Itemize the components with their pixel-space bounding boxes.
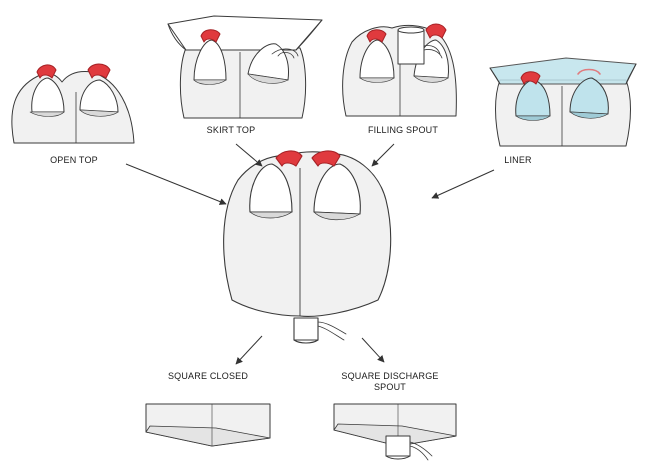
arrow-open-top — [125, 163, 227, 205]
arrow-square-closed — [235, 335, 263, 365]
square-closed-bag — [145, 403, 271, 447]
open-top-bag — [11, 63, 135, 144]
label-liner: LINER — [504, 155, 532, 165]
lifting-loop-accent — [425, 23, 447, 39]
label-square-closed: SQUARE CLOSED — [167, 371, 249, 381]
arrow-filling-spout — [371, 143, 395, 167]
lifting-loop-accent — [366, 29, 387, 43]
liner-bag — [489, 57, 637, 147]
main-bulk-bag — [223, 150, 392, 344]
lifting-loop-accent — [36, 64, 57, 79]
skirt-top-bag — [167, 15, 323, 119]
arrow-liner — [431, 169, 495, 199]
lifting-loop-accent — [311, 150, 341, 167]
square-discharge-spout-bag — [333, 403, 457, 461]
label-square-discharge-line1: SQUARE DISCHARGE — [341, 371, 439, 381]
arrow-square-discharge — [361, 337, 385, 363]
lifting-loop-accent — [275, 150, 303, 167]
label-skirt-top: SKIRT TOP — [206, 125, 256, 135]
filling-spout-bag — [342, 23, 457, 117]
label-square-discharge-line2: SPOUT — [373, 382, 406, 392]
arrows — [125, 143, 495, 365]
lifting-loop-accent — [87, 63, 111, 79]
label-square-discharge-spout: SQUARE DISCHARGE SPOUT — [330, 371, 450, 393]
lifting-loop-accent — [520, 71, 541, 85]
label-open-top: OPEN TOP — [50, 155, 98, 165]
arrow-skirt-top — [235, 143, 263, 167]
label-filling-spout: FILLING SPOUT — [367, 125, 439, 135]
lifting-loop-accent — [200, 29, 221, 43]
